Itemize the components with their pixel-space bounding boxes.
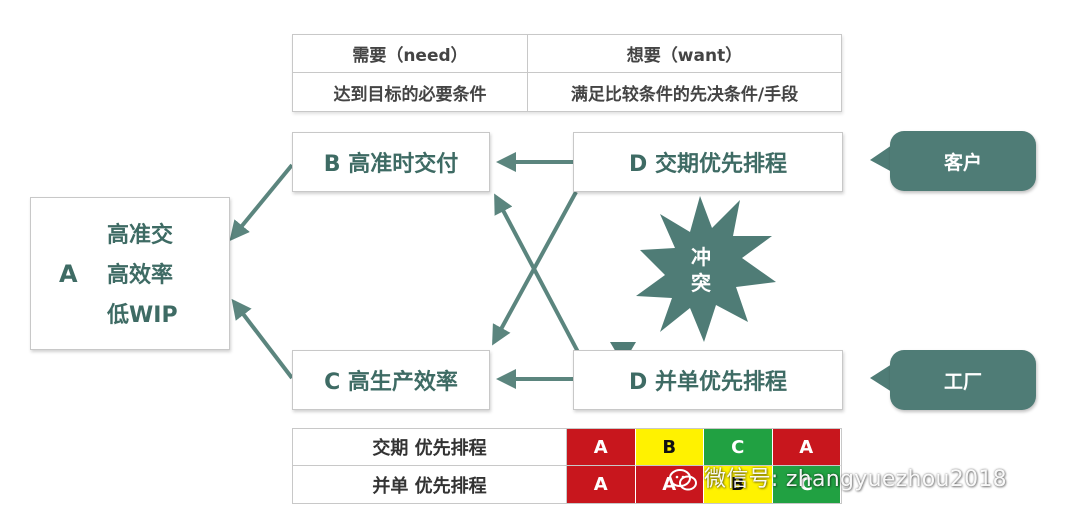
conflict-burst xyxy=(636,196,776,342)
box-a-goal: A 高准交 高效率 低WIP xyxy=(30,197,230,350)
schedule-row-2-cell: B xyxy=(704,466,773,503)
want-description: 满足比较条件的先决条件/手段 xyxy=(570,84,799,105)
box-c-production-efficiency: C 高生产效率 xyxy=(292,350,490,410)
box-a-line-2: 高效率 xyxy=(107,263,174,288)
box-d-top-label: D 交期优先排程 xyxy=(629,152,787,177)
box-c-label: C 高生产效率 xyxy=(324,370,458,395)
box-d-due-date-scheduling: D 交期优先排程 xyxy=(573,132,843,192)
conflict-line-2: 突 xyxy=(691,271,711,295)
arrow-c-to-a xyxy=(231,298,294,380)
box-a-line-1: 高准交 xyxy=(107,223,174,248)
customer-callout-label: 客户 xyxy=(943,151,982,174)
factory-callout: 工厂 xyxy=(890,350,1036,410)
wechat-icon xyxy=(669,469,697,491)
box-d-batch-scheduling: D 并单优先排程 xyxy=(573,350,843,410)
schedule-row-2-label: 并单 优先排程 xyxy=(293,466,567,503)
schedule-table: 交期 优先排程 A B C A 并单 优先排程 A A B C xyxy=(292,428,842,504)
schedule-row-1-cell: C xyxy=(704,429,773,466)
watermark-text: 微信号: zhangyuezhou2018 xyxy=(704,467,1007,492)
box-b-on-time-delivery: B 高准时交付 xyxy=(292,132,490,192)
arrow-b-to-a xyxy=(229,163,294,242)
wechat-watermark: 微信号: zhangyuezhou2018 xyxy=(668,461,1007,493)
box-a-line-3: 低WIP xyxy=(107,303,178,328)
need-want-table: 需要（need） 想要（want） 达到目标的必要条件 满足比较条件的先决条件/… xyxy=(292,34,842,112)
conflict-line-1: 冲 xyxy=(691,245,711,269)
schedule-row-2-cell: C xyxy=(772,466,841,503)
want-header: 想要（want） xyxy=(528,35,841,73)
schedule-row-1-cell: A xyxy=(567,429,636,466)
need-header: 需要（need） xyxy=(293,35,528,73)
need-description: 达到目标的必要条件 xyxy=(293,73,528,111)
box-a-lines: 高准交 高效率 低WIP xyxy=(107,216,178,336)
schedule-row-1-cell: B xyxy=(635,429,704,466)
factory-callout-label: 工厂 xyxy=(943,370,982,393)
schedule-row-2-cell: A xyxy=(635,466,704,503)
box-b-label: B 高准时交付 xyxy=(323,152,459,177)
schedule-row-1-label: 交期 优先排程 xyxy=(293,429,567,466)
arrow-dbottom-to-b xyxy=(494,193,580,353)
box-d-bottom-label: D 并单优先排程 xyxy=(629,370,787,395)
customer-callout: 客户 xyxy=(890,131,1036,191)
schedule-row-1-cell: A xyxy=(772,429,841,466)
conflict-label: 冲 突 xyxy=(676,244,726,296)
schedule-row-2-cell: A xyxy=(567,466,636,503)
box-a-letter: A xyxy=(59,259,78,288)
